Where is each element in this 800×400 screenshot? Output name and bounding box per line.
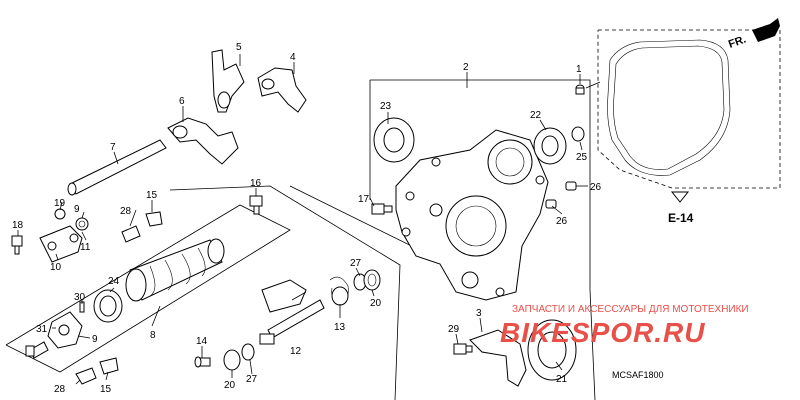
dowel-26-lower [545, 199, 557, 209]
bolt-31 [25, 341, 49, 359]
gasket-outline [607, 39, 731, 176]
callout-15-upper: 15 [146, 190, 158, 201]
callout-4: 4 [290, 52, 296, 63]
plate-15-lower [99, 357, 119, 375]
return-spring-13 [329, 276, 349, 306]
pin-14 [194, 356, 211, 368]
section-ref-arrow [670, 191, 690, 203]
shift-drum [125, 238, 225, 302]
cover-group-box [370, 79, 596, 400]
diagram-code: MCSAF1800 [612, 370, 664, 380]
stopper-arm-10 [39, 225, 83, 263]
callout-18: 18 [12, 220, 24, 231]
callout-14: 14 [196, 336, 208, 347]
callout-9-lower: 9 [92, 334, 98, 345]
callout-8: 8 [150, 330, 156, 341]
callout-31: 31 [36, 324, 48, 335]
shift-drum-group-box [5, 204, 291, 373]
callout-23: 23 [380, 101, 392, 112]
bolt-18 [11, 235, 23, 255]
bearing-21 [527, 319, 577, 381]
callout-29: 29 [448, 324, 460, 335]
callout-2: 2 [463, 62, 469, 73]
callout-27-lower: 27 [246, 374, 258, 385]
callout-7: 7 [110, 142, 116, 153]
shift-fork-6 [167, 117, 239, 165]
section-ref-label: E-14 [668, 211, 694, 225]
callout-25: 25 [576, 152, 588, 163]
washer-19 [54, 208, 66, 220]
crankcase-cover-2 [395, 129, 549, 301]
gasket-group-box [597, 29, 781, 189]
fork-shaft [67, 139, 167, 196]
seal-25 [571, 126, 585, 142]
leader-lines [17, 54, 601, 385]
bearing-22 [533, 127, 567, 165]
callout-26-lower: 26 [556, 216, 568, 227]
callout-30: 30 [74, 292, 86, 303]
callout-17: 17 [358, 194, 370, 205]
callout-11: 11 [80, 242, 91, 253]
bolt-28-lower [75, 367, 97, 385]
washer-27-lower [241, 343, 255, 361]
callout-9: 9 [74, 204, 80, 215]
shift-fork-4 [257, 67, 307, 113]
bolt-17 [371, 203, 393, 215]
plate-15-upper [145, 211, 163, 227]
bearing-23 [373, 117, 415, 163]
callout-28-lower: 28 [54, 384, 66, 395]
bolt-1 [575, 84, 585, 95]
callout-10: 10 [50, 262, 62, 273]
dowel-26-upper [565, 181, 577, 191]
callout-27-upper: 27 [350, 258, 362, 269]
callout-12: 12 [290, 346, 302, 357]
watermark-logo: BIKESPOR.RU [500, 317, 705, 348]
callout-3: 3 [476, 308, 482, 319]
callout-26-upper: 26 [590, 182, 602, 193]
callout-13: 13 [334, 322, 346, 333]
bearing-24 [93, 289, 123, 323]
shift-spindle-12 [259, 279, 325, 345]
callout-16: 16 [250, 178, 262, 189]
callout-28-upper: 28 [120, 206, 132, 217]
seal-20-upper [363, 269, 381, 291]
callout-20-lower: 20 [224, 380, 236, 391]
watermark-tagline: ЗАПЧАСТИ И АКСЕССУАРЫ ДЛЯ МОТОТЕХНИКИ [512, 304, 749, 315]
bolt-28-upper [121, 225, 141, 243]
gasket-inner-outline [613, 45, 725, 170]
front-direction-label: FR. [727, 33, 748, 50]
bracket-3 [469, 329, 527, 387]
bolt-29 [453, 343, 473, 355]
callout-22: 22 [530, 110, 542, 121]
callout-5: 5 [236, 42, 242, 53]
callout-20-upper: 20 [370, 298, 382, 309]
front-direction-arrow [752, 18, 780, 42]
callout-24: 24 [108, 276, 120, 287]
shift-fork-5 [211, 49, 245, 113]
callout-21: 21 [556, 374, 568, 385]
spring-11 [75, 217, 89, 231]
drum-center-31 [47, 311, 83, 349]
shift-shaft-group-box [169, 185, 401, 400]
callout-6: 6 [179, 96, 185, 107]
callout-15-lower: 15 [100, 384, 112, 395]
callout-1: 1 [576, 64, 582, 75]
seal-20-lower [223, 349, 241, 371]
callout-19: 19 [54, 198, 66, 209]
